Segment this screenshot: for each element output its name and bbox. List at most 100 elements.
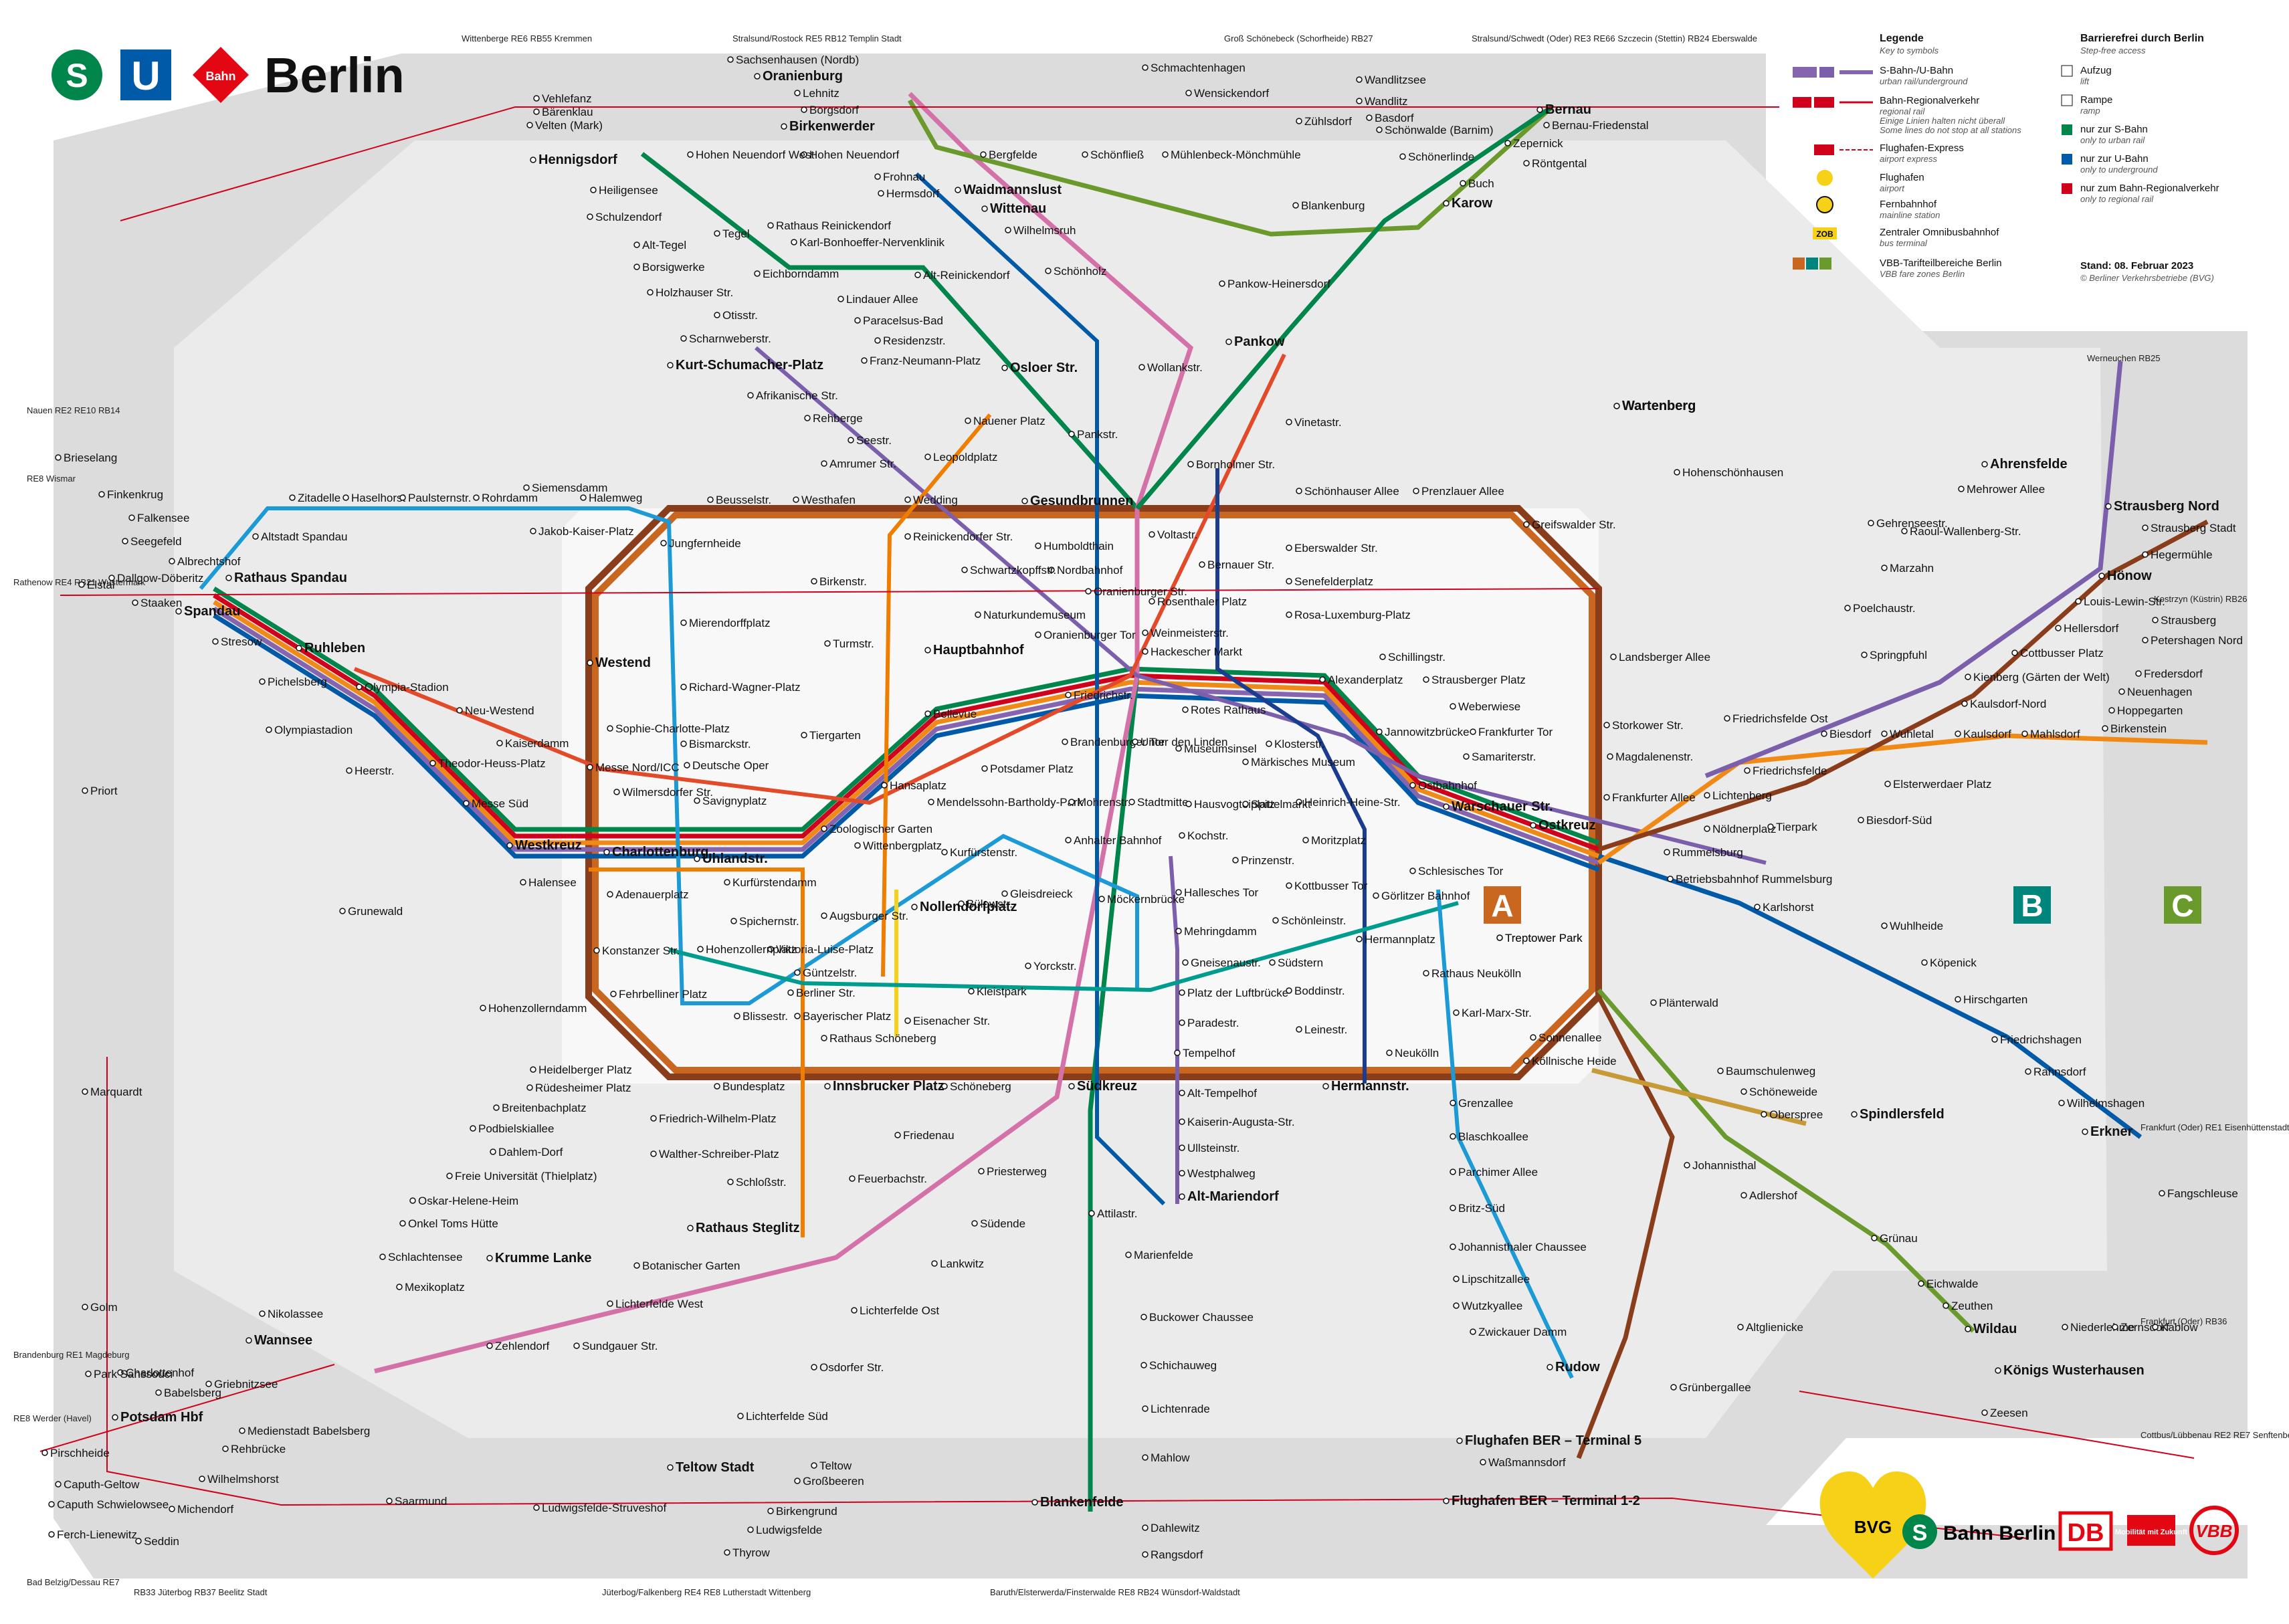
access-title: Barrierefrei durch Berlin [2080, 33, 2204, 44]
station-label: Berliner Str. [796, 987, 856, 999]
station-marker [2108, 707, 2115, 714]
station-marker [1610, 653, 1617, 660]
station-marker [132, 599, 138, 606]
station-marker [2098, 573, 2105, 579]
station-marker [793, 496, 799, 503]
legend-items: S-Bahn-/U-Bahn urban rail/underground Ba… [1793, 65, 2021, 279]
station-label: Greifswalder Str. [1532, 518, 1616, 531]
mobilitaet-logo [2127, 1515, 2175, 1546]
station-marker [737, 1413, 744, 1419]
zone-b-swatch [1806, 258, 1818, 270]
station-marker [1379, 653, 1386, 660]
station-marker [1125, 1251, 1132, 1258]
station-marker [1182, 706, 1189, 713]
station-marker [1286, 987, 1292, 994]
station-marker [724, 1549, 730, 1556]
station-label: Südkreuz [1077, 1079, 1137, 1094]
station-label: Albrechtshof [177, 555, 241, 568]
station-label: Siemensdamm [532, 482, 607, 494]
vbb-logo-text: VBB [2196, 1521, 2233, 1541]
station-marker [1373, 892, 1379, 899]
station-label: Prenzlauer Allee [1421, 485, 1504, 498]
station-label: Rehberge [813, 412, 863, 425]
station-label: Waßmannsdorf [1488, 1456, 1566, 1469]
station-marker [2075, 598, 2082, 605]
station-label: Zepernick [1513, 137, 1563, 150]
station-marker [1650, 999, 1657, 1006]
station-marker [911, 904, 918, 910]
station-label: Krumme Lanke [495, 1251, 592, 1265]
db-logo-text: DB [2068, 1519, 2104, 1547]
station-marker [1470, 1328, 1476, 1335]
station-marker [1035, 542, 1041, 549]
station-label: Zwickauer Damm [1478, 1326, 1567, 1338]
station-marker [1674, 469, 1680, 476]
station-label: Mohrenstr. [1077, 796, 1130, 809]
station-label: Kurt-Schumacher-Platz [676, 358, 823, 373]
station-label: Rohrdamm [482, 492, 538, 504]
station-label: Bergfelde [989, 148, 1037, 161]
station-label: Schlesisches Tor [1418, 865, 1504, 878]
station-marker [1088, 1210, 1095, 1217]
station-label: Friedrichshagen [2000, 1033, 2082, 1046]
station-label: Ostbahnhof [1418, 779, 1477, 792]
station-marker [1062, 738, 1068, 745]
station-marker [811, 578, 817, 585]
station-marker [854, 317, 861, 324]
station-label: Altstadt Spandau [261, 530, 347, 543]
station-label: Augsburger Str. [829, 910, 908, 922]
station-marker [874, 173, 881, 180]
station-label: Frankfurter Tor [1478, 726, 1553, 738]
station-label: Karow [1452, 196, 1493, 211]
station-label: Medienstadt Babelsberg [247, 1425, 370, 1437]
station-marker [1376, 126, 1383, 133]
station-marker [135, 1538, 142, 1544]
station-label: Borsigwerke [642, 261, 705, 274]
station-marker [1744, 767, 1751, 774]
bahn-logo-text: Bahn [206, 70, 236, 83]
station-marker [1450, 703, 1456, 710]
station-label: Alt-Tegel [642, 239, 686, 251]
station-label: Caputh-Geltow [64, 1478, 140, 1491]
station-marker [904, 1017, 911, 1024]
station-marker [526, 122, 533, 128]
station-marker [1286, 882, 1292, 889]
station-label: Alexanderplatz [1328, 674, 1403, 686]
station-marker [650, 1150, 657, 1157]
station-label: Borgsdorf [809, 104, 859, 116]
station-label: Reinickendorfer Str. [913, 530, 1013, 543]
station-marker [1918, 1280, 1924, 1287]
station-marker [955, 187, 961, 193]
station-marker [108, 575, 115, 581]
station-label: Hennigsdorf [538, 153, 617, 167]
station-label: Hohenzollerndamm [488, 1002, 587, 1015]
station-marker [821, 460, 827, 467]
station-label: Ullsteinstr. [1187, 1142, 1239, 1154]
station-marker [1664, 849, 1670, 855]
station-marker [1292, 202, 1299, 209]
station-label: Velten (Mark) [535, 119, 603, 132]
station-marker [1175, 745, 1182, 752]
station-marker [1543, 122, 1550, 128]
station-marker [794, 1478, 801, 1484]
station-marker [1140, 1362, 1147, 1368]
station-marker [2058, 1100, 2065, 1106]
station-marker [520, 879, 526, 886]
station-label: Blankenfelde [1040, 1495, 1123, 1510]
station-label: Fangschleuse [2167, 1187, 2238, 1200]
station-label: Friedrichsfelde [1753, 765, 1827, 777]
station-label: Königs Wusterhausen [2003, 1363, 2145, 1378]
station-marker [633, 1262, 640, 1269]
station-label: Vinetastr. [1294, 416, 1342, 429]
station-label: Marzahn [1890, 562, 1934, 575]
station-label: Vehlefanz [542, 92, 592, 105]
station-marker [1921, 959, 1928, 966]
station-label: Bernau-Friedenstal [1552, 119, 1649, 132]
station-label: Park Sanssouci [94, 1368, 173, 1381]
station-label: Olympiastadion [274, 724, 353, 736]
station-marker [2055, 625, 2062, 631]
bvg-logo [1819, 1471, 1926, 1579]
station-label: Friedenau [903, 1129, 955, 1142]
station-label: Gehrenseestr. [1876, 517, 1948, 530]
